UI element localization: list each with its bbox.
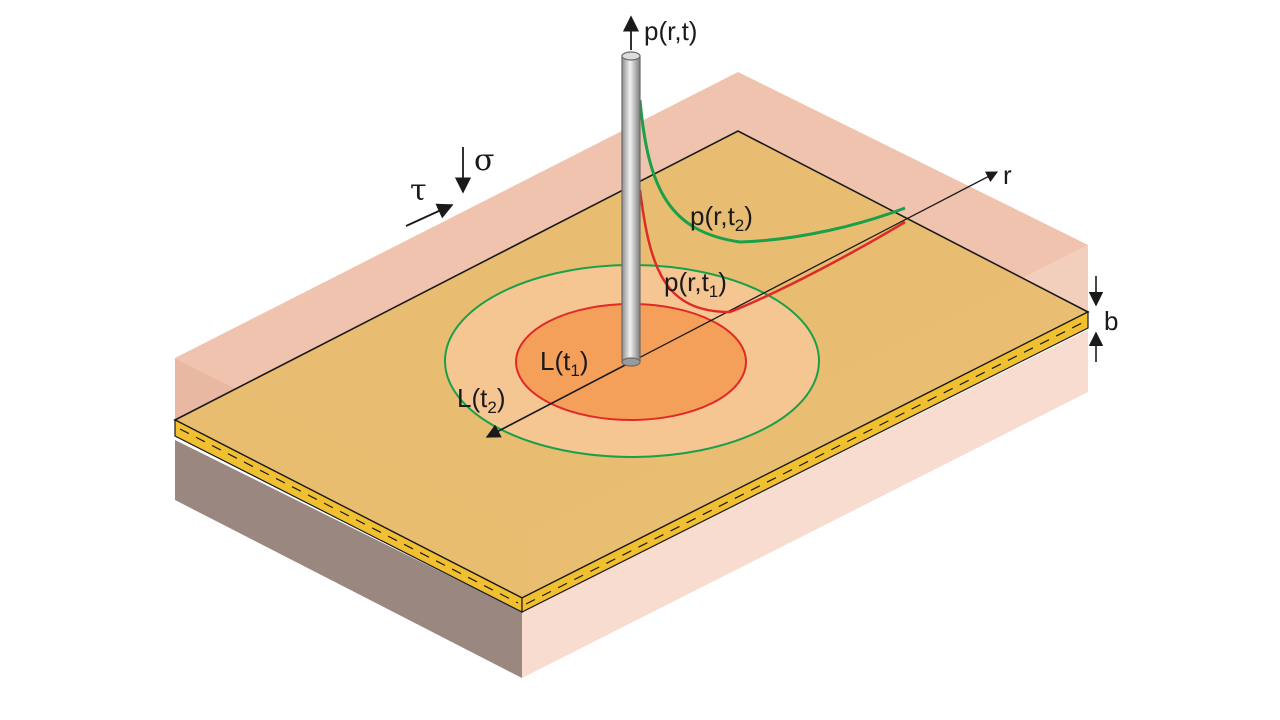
thickness-label: b <box>1104 306 1118 336</box>
length-t1-label: L(t1) <box>540 346 588 380</box>
wellbore <box>621 51 641 367</box>
pressure-t1-label: p(r,t1) <box>664 267 727 301</box>
fault-layer-dash-front <box>179 428 519 604</box>
wellbore-bottom <box>621 357 641 367</box>
lower-block <box>175 330 1088 678</box>
normal-stress-label: σ <box>474 143 494 178</box>
lower-block-side-face <box>522 330 1088 678</box>
length-arrow <box>485 361 632 438</box>
wellbore-body <box>621 55 641 363</box>
fault-layer-side <box>521 311 1089 613</box>
pressure-curve-t1 <box>638 189 906 314</box>
pressure-curve-t2 <box>638 99 906 244</box>
lower-block-front-face <box>175 440 522 678</box>
wellbore-pressure-label: p(r,t) <box>644 16 697 46</box>
length-t2-label: L(t2) <box>457 383 505 417</box>
fault-layer-edge <box>174 311 1089 613</box>
wellbore-top <box>621 51 641 61</box>
radial-axis-label: r <box>1003 160 1012 190</box>
shear-stress-label: τ <box>410 173 427 208</box>
shear-stress-arrow <box>405 203 454 227</box>
radial-axis-arrow <box>630 171 999 363</box>
fault-layer-dash-side <box>525 321 1085 605</box>
pressure-t2-label: p(r,t2) <box>690 201 753 235</box>
